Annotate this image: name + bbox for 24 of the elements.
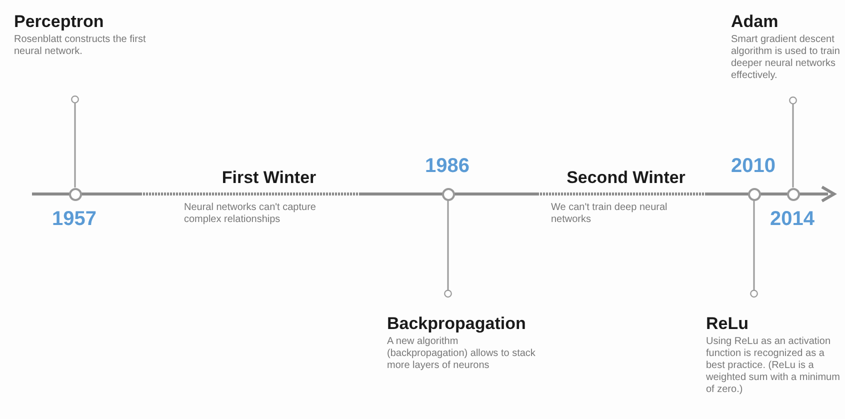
year-label: 1957	[52, 208, 96, 231]
timeline-point	[68, 188, 82, 200]
stem-line	[750, 200, 758, 298]
event-title: Adam	[731, 12, 778, 32]
stem-line	[71, 95, 79, 188]
event-description: Neural networks can't capture complex relationships	[184, 202, 317, 226]
year-label: 2010	[731, 155, 776, 178]
timeline-point	[786, 188, 800, 200]
event-description: Rosenblatt constructs the first neural network.	[14, 34, 147, 58]
event-description: Smart gradient descent algorithm is used to train deeper neural networks effectively.	[731, 34, 841, 82]
year-label: 1986	[425, 155, 470, 178]
timeline-point	[442, 188, 454, 200]
event-description: We can't train deep neural networks	[551, 202, 668, 226]
event-description: A new algorithm (backpropagation) allows to stack more layers of neurons	[387, 336, 536, 372]
event-title: First Winter	[220, 168, 318, 188]
stem-line	[789, 96, 797, 188]
year-label: 2014	[770, 208, 814, 231]
event-title: Perceptron	[14, 12, 104, 32]
event-description: Using ReLu as an activation function is recognized as a best practice. (ReLu is a weighted sum with a minimum of zero.)	[706, 336, 841, 396]
event-title: ReLu	[706, 314, 748, 334]
event-title: Second Winter	[566, 168, 686, 188]
stem-line	[444, 200, 452, 298]
event-title: Backpropagation	[387, 314, 526, 334]
timeline-point	[748, 188, 760, 200]
